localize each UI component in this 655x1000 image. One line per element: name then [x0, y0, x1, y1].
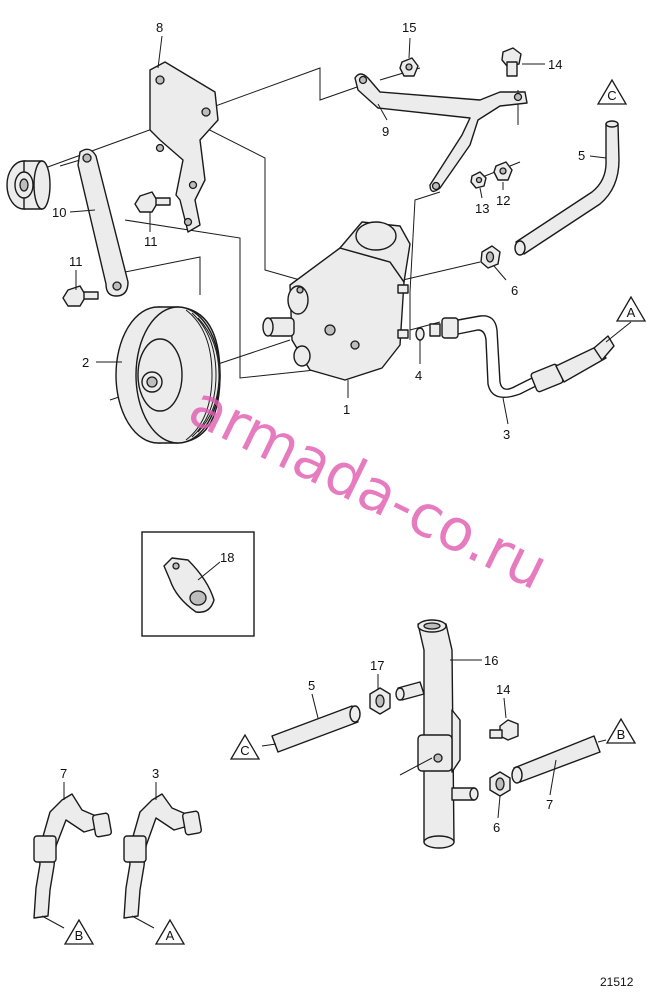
svg-text:A: A: [627, 305, 636, 320]
svg-text:B: B: [617, 727, 626, 742]
hose: [593, 335, 615, 361]
callout-14: 14: [548, 57, 562, 72]
idler-pulley: [6, 160, 51, 210]
bolt: [134, 191, 171, 213]
callout-leaders: [261, 659, 607, 819]
nut: [489, 771, 511, 797]
power-steering-pump: [262, 221, 411, 381]
pulley: [115, 306, 221, 444]
callout-5: 5: [578, 148, 585, 163]
callout-leaders: [69, 35, 607, 425]
callout-11: 11: [69, 254, 83, 269]
hose: [514, 120, 620, 256]
callout-3: 3: [152, 766, 159, 781]
o-ring: [415, 327, 425, 341]
callout-6: 6: [493, 820, 500, 835]
svg-text:B: B: [75, 928, 84, 943]
callout-14: 14: [496, 682, 510, 697]
callout-15: 15: [402, 20, 416, 35]
callout-7: 7: [60, 766, 67, 781]
hose: [33, 782, 113, 929]
link-arm: [77, 148, 129, 297]
pressure-line: [123, 782, 203, 929]
reference-marker: C: [596, 78, 628, 105]
reference-marker: C: [229, 733, 261, 760]
reference-marker: B: [63, 918, 95, 945]
nut: [470, 171, 487, 189]
bolt: [501, 47, 522, 77]
reference-marker: B: [605, 717, 637, 744]
callout-2: 2: [82, 355, 89, 370]
callout-16: 16: [484, 653, 498, 668]
nipple: [395, 681, 425, 701]
callout-7: 7: [546, 797, 553, 812]
svg-text:C: C: [607, 88, 616, 103]
callout-12: 12: [496, 193, 510, 208]
hose: [271, 705, 361, 753]
hose: [511, 735, 601, 784]
callout-1: 1: [343, 402, 350, 417]
callout-11: 11: [144, 234, 158, 249]
reference-marker: A: [615, 295, 647, 322]
reference-marker: A: [154, 918, 186, 945]
callout-4: 4: [415, 368, 422, 383]
callout-17: 17: [370, 658, 384, 673]
callout-6: 6: [511, 283, 518, 298]
pressure-line: [429, 315, 607, 398]
nut: [399, 57, 419, 77]
callout-18: 18: [220, 550, 234, 565]
callout-8: 8: [156, 20, 163, 35]
nut: [493, 161, 513, 181]
cooling-pipe: [417, 619, 479, 849]
bolt: [62, 285, 99, 307]
callout-5: 5: [308, 678, 315, 693]
callout-10: 10: [52, 205, 66, 220]
callout-3: 3: [503, 427, 510, 442]
bolt: [489, 719, 519, 741]
callout-13: 13: [475, 201, 489, 216]
bracket: [149, 61, 219, 233]
svg-text:C: C: [240, 743, 249, 758]
bracket: [354, 73, 528, 193]
svg-text:A: A: [166, 928, 175, 943]
figure-number: 21512: [600, 975, 634, 989]
clamp-inset: [141, 531, 255, 637]
callout-9: 9: [382, 124, 389, 139]
nut: [480, 245, 501, 269]
nut: [369, 687, 391, 715]
